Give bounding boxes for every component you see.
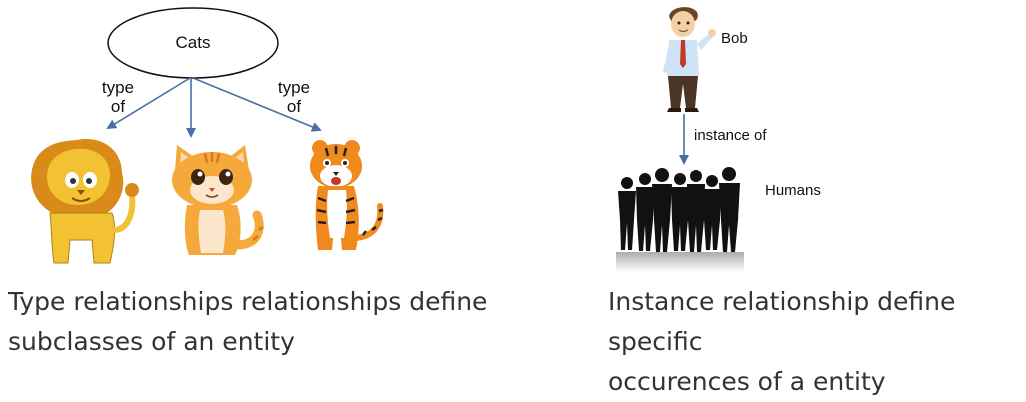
edge-label-right-line1: type	[277, 78, 311, 97]
edge-label-left-line2: of	[110, 97, 126, 116]
right-caption-line1: Instance relationship define specific	[608, 287, 956, 356]
left-caption-line2: subclasses of an entity	[8, 327, 295, 356]
edge-cats-to-lion	[106, 77, 191, 130]
left-caption-line1: Type relationships relationships define	[8, 287, 488, 316]
edge-cats-to-tiger	[192, 77, 322, 132]
diagram-edges	[106, 7, 689, 165]
instance-of-edge-label: instance of	[694, 127, 767, 144]
bob-label: Bob	[721, 30, 748, 47]
edge-label-right-line2: of	[286, 97, 302, 116]
right-caption-line2: occurences of a entity	[608, 367, 886, 396]
edge-label-right: type of	[274, 78, 314, 116]
edge-label-left: type of	[98, 78, 138, 116]
lion-illustration	[31, 139, 139, 264]
left-caption: Type relationships relationships define …	[8, 282, 508, 362]
cats-node-label: Cats	[175, 33, 211, 52]
humans-label: Humans	[765, 182, 821, 199]
humans-crowd-illustration	[616, 167, 744, 272]
edge-label-left-line1: type	[101, 78, 135, 97]
kitten-illustration	[172, 145, 264, 255]
bob-person-illustration	[663, 7, 716, 112]
tiger-illustration	[310, 140, 384, 250]
right-caption: Instance relationship define specific oc…	[608, 282, 1023, 402]
